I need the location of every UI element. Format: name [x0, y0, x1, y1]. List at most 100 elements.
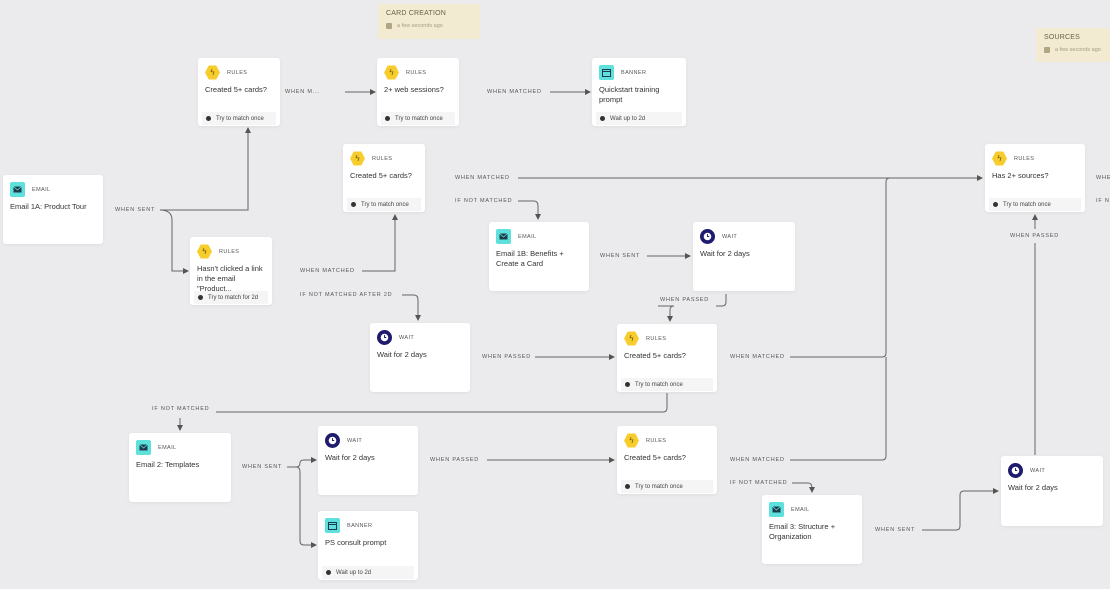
user-icon — [1044, 47, 1050, 53]
envelope-icon — [10, 182, 25, 197]
edge-label: WHEN SENT — [113, 207, 158, 213]
note-timestamp: a few seconds ago — [1055, 47, 1101, 53]
node-footer: Try to match once — [621, 480, 713, 493]
node-footer-text: Try to match once — [361, 201, 409, 208]
envelope-icon — [496, 229, 511, 244]
node-wait[interactable]: WAIT Wait for 2 days — [1001, 456, 1103, 526]
note-meta: a few seconds ago — [1044, 47, 1108, 53]
edge-label: WHEN MATCHED — [485, 89, 544, 95]
node-rules[interactable]: ϟ RULES 2+ web sessions?Try to match onc… — [377, 58, 459, 126]
node-wait[interactable]: WAIT Wait for 2 days — [370, 323, 470, 392]
note-title: CARD CREATION — [386, 10, 447, 17]
edge-label: WHEN PASSED — [658, 297, 712, 303]
edge-label: WHEN MATCHED — [298, 268, 357, 274]
lightning-icon: ϟ — [992, 151, 1007, 166]
banner-icon — [325, 518, 340, 533]
node-email[interactable]: EMAIL Email 1B: Benefits + Create a Card — [489, 222, 589, 291]
node-footer-text: Try to match once — [635, 483, 683, 490]
lightning-icon: ϟ — [350, 151, 365, 166]
node-wait[interactable]: WAIT Wait for 2 days — [318, 426, 418, 495]
edge-email2-branch — [287, 457, 317, 468]
node-header: WAIT — [377, 330, 414, 345]
node-title: Created 5+ cards? — [624, 351, 686, 360]
edge-label: WHEN PASSED — [1008, 233, 1062, 239]
node-type: WAIT — [722, 233, 738, 240]
node-header: BANNER — [325, 518, 372, 533]
node-footer: Try to match once — [347, 198, 421, 211]
node-rules[interactable]: ϟ RULES Has 2+ sources?Try to match once — [985, 144, 1085, 212]
node-type: RULES — [372, 155, 393, 162]
edge-label: WHEN MATCHED — [453, 175, 512, 181]
edge-not-matched-to-email3 — [792, 482, 815, 493]
node-title: Email 1B: Benefits + Create a Card — [496, 249, 564, 268]
node-title: Wait for 2 days — [377, 350, 427, 359]
node-footer-text: Try to match once — [1003, 201, 1051, 208]
node-header: WAIT — [700, 229, 737, 244]
node-title: Email 1A: Product Tour — [10, 202, 87, 211]
node-title: Email 2: Templates — [136, 460, 200, 469]
node-header: ϟ RULES — [197, 244, 239, 259]
node-footer: Wait up to 2d — [596, 112, 682, 125]
node-type: RULES — [227, 69, 248, 76]
status-dot-icon — [993, 202, 998, 207]
edge-label: WHEN SENT — [240, 464, 285, 470]
edge-label: WHEN PASSED — [480, 354, 534, 360]
status-dot-icon — [326, 570, 331, 575]
edge-1a-to-hasnt-clicked — [159, 209, 189, 274]
node-email[interactable]: EMAIL Email 3: Structure + Organization — [762, 495, 862, 564]
clock-icon — [325, 433, 340, 448]
edge-label: IF N — [1094, 198, 1110, 204]
node-rules[interactable]: ϟ RULES Created 5+ cards?Try to match on… — [198, 58, 280, 126]
node-type: EMAIL — [791, 506, 810, 513]
node-rules[interactable]: ϟ RULES Hasn't clicked a link in the ema… — [190, 237, 272, 305]
node-title: Quickstart training prompt — [599, 85, 660, 104]
status-dot-icon — [198, 295, 203, 300]
edge-1a-to-rules — [160, 127, 251, 211]
clock-icon — [1008, 463, 1023, 478]
edge-label: IF NOT MATCHED AFTER 2D — [298, 292, 395, 298]
lightning-icon: ϟ — [197, 244, 212, 259]
node-footer-text: Try to match once — [395, 115, 443, 122]
edge-rules-matched-trunk — [790, 177, 891, 358]
node-header: ϟ RULES — [624, 433, 666, 448]
node-email[interactable]: EMAIL Email 1A: Product Tour — [3, 175, 103, 244]
edge-label: IF NOT MATCHED — [453, 198, 515, 204]
node-header: ϟ RULES — [624, 331, 666, 346]
node-header: BANNER — [599, 65, 646, 80]
edge-label: WHEN — [1094, 175, 1110, 181]
edge-label: IF NOT MATCHED — [728, 480, 790, 486]
node-type: RULES — [406, 69, 427, 76]
node-header: EMAIL — [769, 502, 810, 517]
node-footer: Try to match for 2d — [194, 291, 268, 304]
sticky-note[interactable]: SOURCES a few seconds ago — [1036, 28, 1110, 62]
node-title: Created 5+ cards? — [205, 85, 267, 94]
node-title: Email 3: Structure + Organization — [769, 522, 836, 541]
status-dot-icon — [206, 116, 211, 121]
envelope-icon — [769, 502, 784, 517]
node-rules[interactable]: ϟ RULES Created 5+ cards? Try to match on… — [343, 144, 425, 212]
node-footer-text: Wait up to 2d — [610, 115, 646, 122]
node-title: PS consult prompt — [325, 538, 387, 547]
status-dot-icon — [625, 484, 630, 489]
edge-label: WHEN M... — [283, 89, 322, 95]
node-footer: Try to match once — [989, 198, 1081, 211]
node-title: Created 5+ cards? — [350, 171, 412, 180]
node-footer: Try to match once — [202, 112, 276, 125]
edge-hasnt-to-rules — [362, 214, 398, 272]
node-type: WAIT — [399, 334, 415, 341]
edge-not-matched-to-email2 — [216, 393, 668, 413]
node-footer-text: Try to match once — [216, 115, 264, 122]
node-rules[interactable]: ϟ RULES Created 5+ cards? Try to match on… — [617, 324, 717, 392]
node-footer-text: Try to match once — [635, 381, 683, 388]
node-rules[interactable]: ϟ RULES Created 5+ cards? Try to match on… — [617, 426, 717, 494]
node-title: Created 5+ cards? — [624, 453, 686, 462]
node-type: EMAIL — [32, 186, 51, 193]
status-dot-icon — [351, 202, 356, 207]
node-wait[interactable]: WAIT Wait for 2 days — [693, 222, 795, 291]
status-dot-icon — [625, 382, 630, 387]
node-email[interactable]: EMAIL Email 2: Templates — [129, 433, 231, 502]
edge-wait-to-rules — [716, 294, 727, 307]
sticky-note[interactable]: CARD CREATION a few seconds ago — [378, 4, 480, 39]
